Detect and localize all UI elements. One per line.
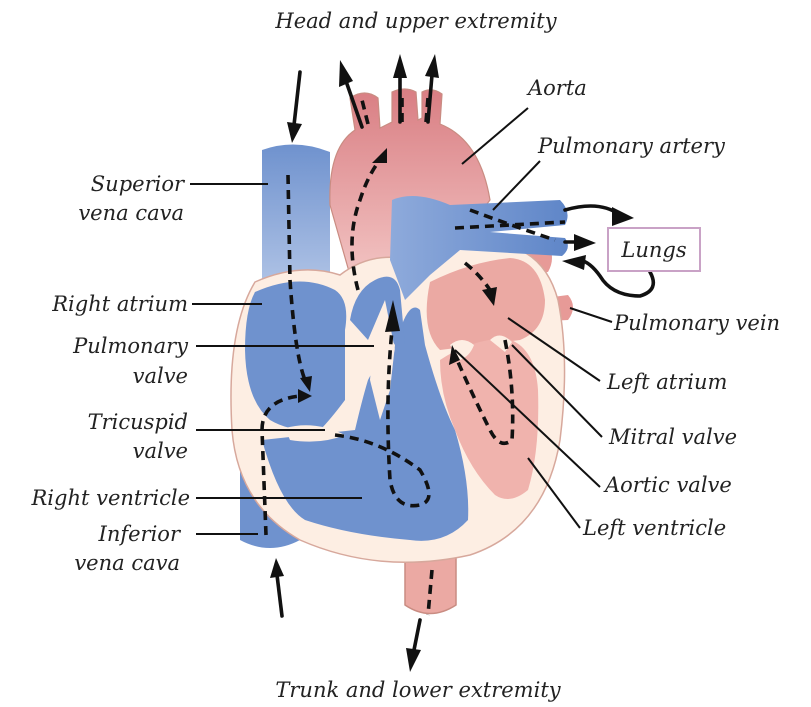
head-label: Head and upper extremity (274, 9, 557, 33)
pulmonary-valve-label-2: valve (133, 364, 188, 388)
right-ventricle-label: Right ventricle (30, 486, 190, 510)
tricuspid-valve-label-1: Tricuspid (88, 410, 188, 434)
inferior-vena-cava-label-1: Inferior (98, 522, 182, 546)
trunk-label: Trunk and lower extremity (275, 678, 561, 702)
mitral-valve-label: Mitral valve (608, 425, 737, 449)
left-ventricle-label: Left ventricle (582, 516, 726, 540)
pulmonary-valve-label-1: Pulmonary (72, 334, 189, 358)
aorta-label: Aorta (526, 76, 587, 100)
tricuspid-valve-label-2: valve (133, 439, 188, 463)
superior-vena-cava-label-2: vena cava (78, 201, 184, 225)
left-atrium-label: Left atrium (606, 370, 727, 394)
heart-anatomy (231, 89, 573, 614)
aortic-valve-label: Aortic valve (603, 473, 732, 497)
right-atrium-label: Right atrium (51, 292, 188, 316)
pulmonary-vein-label: Pulmonary vein (613, 311, 780, 335)
inferior-vena-cava-label-2: vena cava (74, 551, 180, 575)
pulmonary-artery-label: Pulmonary artery (537, 134, 726, 158)
lungs-label: Lungs (620, 238, 686, 262)
superior-vena-cava-label-1: Superior (91, 172, 186, 196)
